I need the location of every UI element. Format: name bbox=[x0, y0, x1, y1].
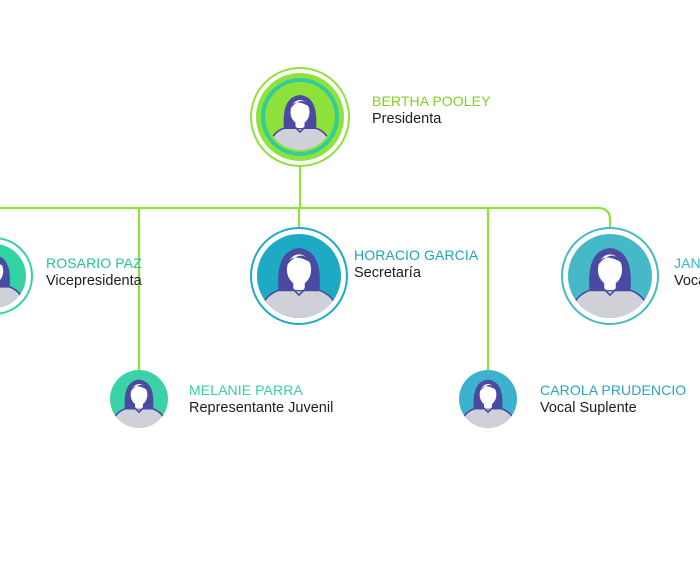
member-role-parra: Representante Juvenil bbox=[189, 400, 334, 416]
member-name-prudencio: CAROLA PRUDENCIO bbox=[540, 382, 687, 398]
member-label-garcia: HORACIO GARCIA Secretaría bbox=[354, 248, 478, 281]
avatar-prudencio bbox=[459, 370, 517, 428]
member-name-garcia: HORACIO GARCIA bbox=[354, 247, 479, 263]
connector-bus bbox=[0, 206, 612, 232]
person-icon bbox=[568, 248, 652, 318]
avatar-pooley bbox=[250, 67, 350, 167]
member-role-prudencio: Vocal Suplente bbox=[540, 400, 637, 416]
member-name-jan: JAN bbox=[674, 255, 700, 271]
avatar-parra bbox=[110, 370, 168, 428]
avatar-paz bbox=[0, 237, 33, 315]
member-role-paz: Vicepresidenta bbox=[46, 273, 142, 289]
member-role-pooley: Presidenta bbox=[372, 111, 442, 127]
member-label-parra: MELANIE PARRA Representante Juvenil bbox=[189, 383, 333, 416]
member-label-pooley: BERTHA POOLEY Presidenta bbox=[372, 94, 491, 127]
member-label-jan: JAN Voca bbox=[674, 256, 700, 289]
member-name-paz: ROSARIO PAZ bbox=[46, 255, 142, 271]
avatar-jan bbox=[561, 227, 659, 325]
member-label-prudencio: CAROLA PRUDENCIO Vocal Suplente bbox=[540, 383, 686, 416]
member-label-paz: ROSARIO PAZ Vicepresidenta bbox=[46, 256, 142, 289]
member-name-parra: MELANIE PARRA bbox=[189, 382, 303, 398]
member-role-garcia: Secretaría bbox=[354, 265, 421, 281]
connector-lines bbox=[0, 163, 612, 372]
member-name-pooley: BERTHA POOLEY bbox=[372, 93, 491, 109]
member-role-jan: Voca bbox=[674, 273, 700, 289]
person-icon bbox=[257, 248, 341, 318]
member-avatars bbox=[0, 67, 659, 428]
person-icon bbox=[267, 95, 333, 150]
avatar-garcia bbox=[250, 227, 348, 325]
person-icon bbox=[459, 379, 517, 428]
